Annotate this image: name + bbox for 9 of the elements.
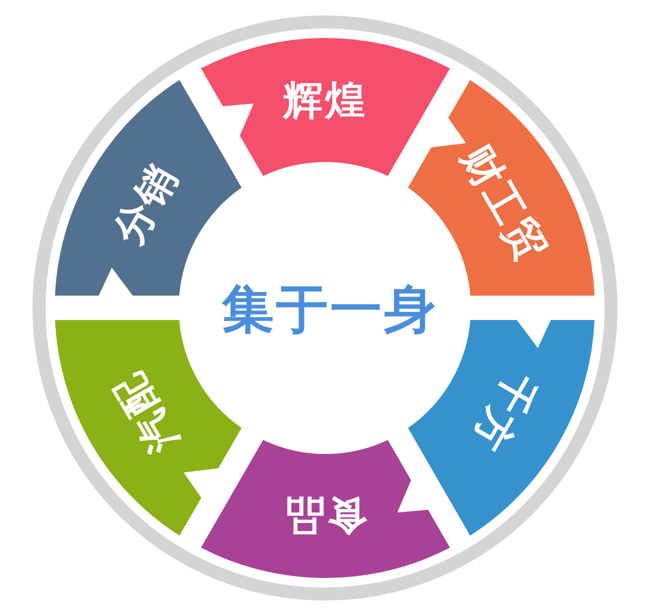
ring-segment [200,38,450,176]
segment-label: 辉煌 [282,81,367,121]
center-title: 集于一身 [222,284,438,336]
segment-label: 分销 [107,158,184,251]
ring-segment [200,440,450,578]
segment-label: 财工贸 [455,140,554,270]
segment-label: 食品 [282,494,367,535]
segment-label: 汽配 [107,365,184,458]
segment-label: 千方 [466,365,543,458]
